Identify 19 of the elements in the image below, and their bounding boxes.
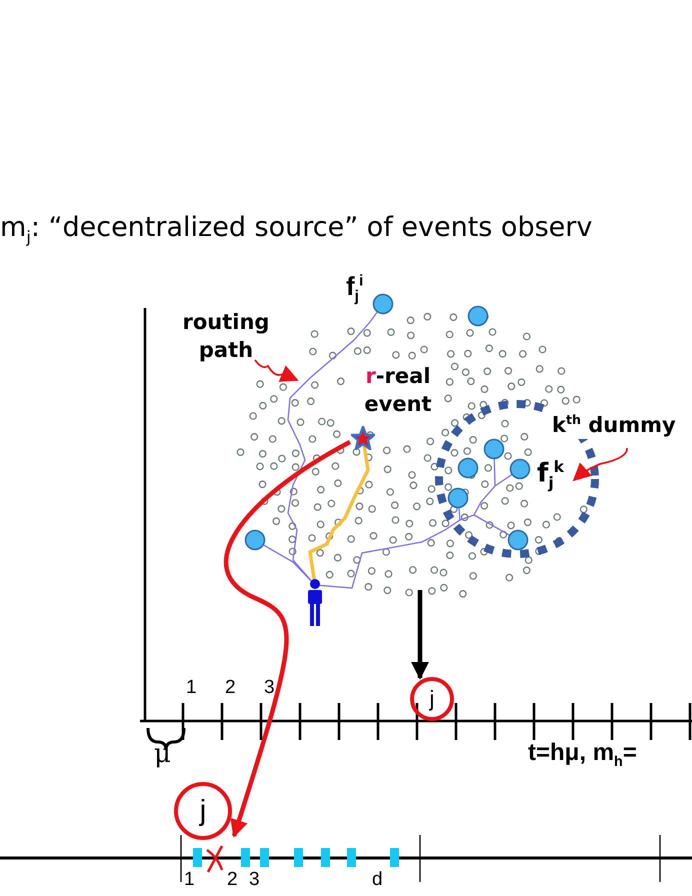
interval-label: μ: [154, 740, 171, 769]
star-icon: [351, 426, 375, 450]
formula-label: t=hμ, m$_{h}$=: [528, 740, 637, 771]
pointer-arrow: [254, 359, 299, 382]
circled-index: j: [410, 677, 454, 721]
arrow: [224, 440, 352, 838]
slot-label: 1: [184, 870, 195, 891]
circled-index: j: [174, 782, 232, 840]
tick-label: 2: [225, 678, 236, 699]
pointer-arrow: [411, 590, 429, 680]
routing-path-label: routing path: [176, 308, 276, 364]
tick-label: 3: [264, 678, 275, 699]
slot-label: d: [372, 870, 383, 891]
real-event-label: r-real event: [352, 362, 444, 418]
tick-label: 1: [186, 678, 197, 699]
slot-label: 3: [249, 870, 260, 891]
slot-label: 2: [227, 870, 238, 891]
title: m$_{j}$: “decentralized source” of events observ: [0, 212, 592, 246]
arrow: [572, 448, 628, 482]
